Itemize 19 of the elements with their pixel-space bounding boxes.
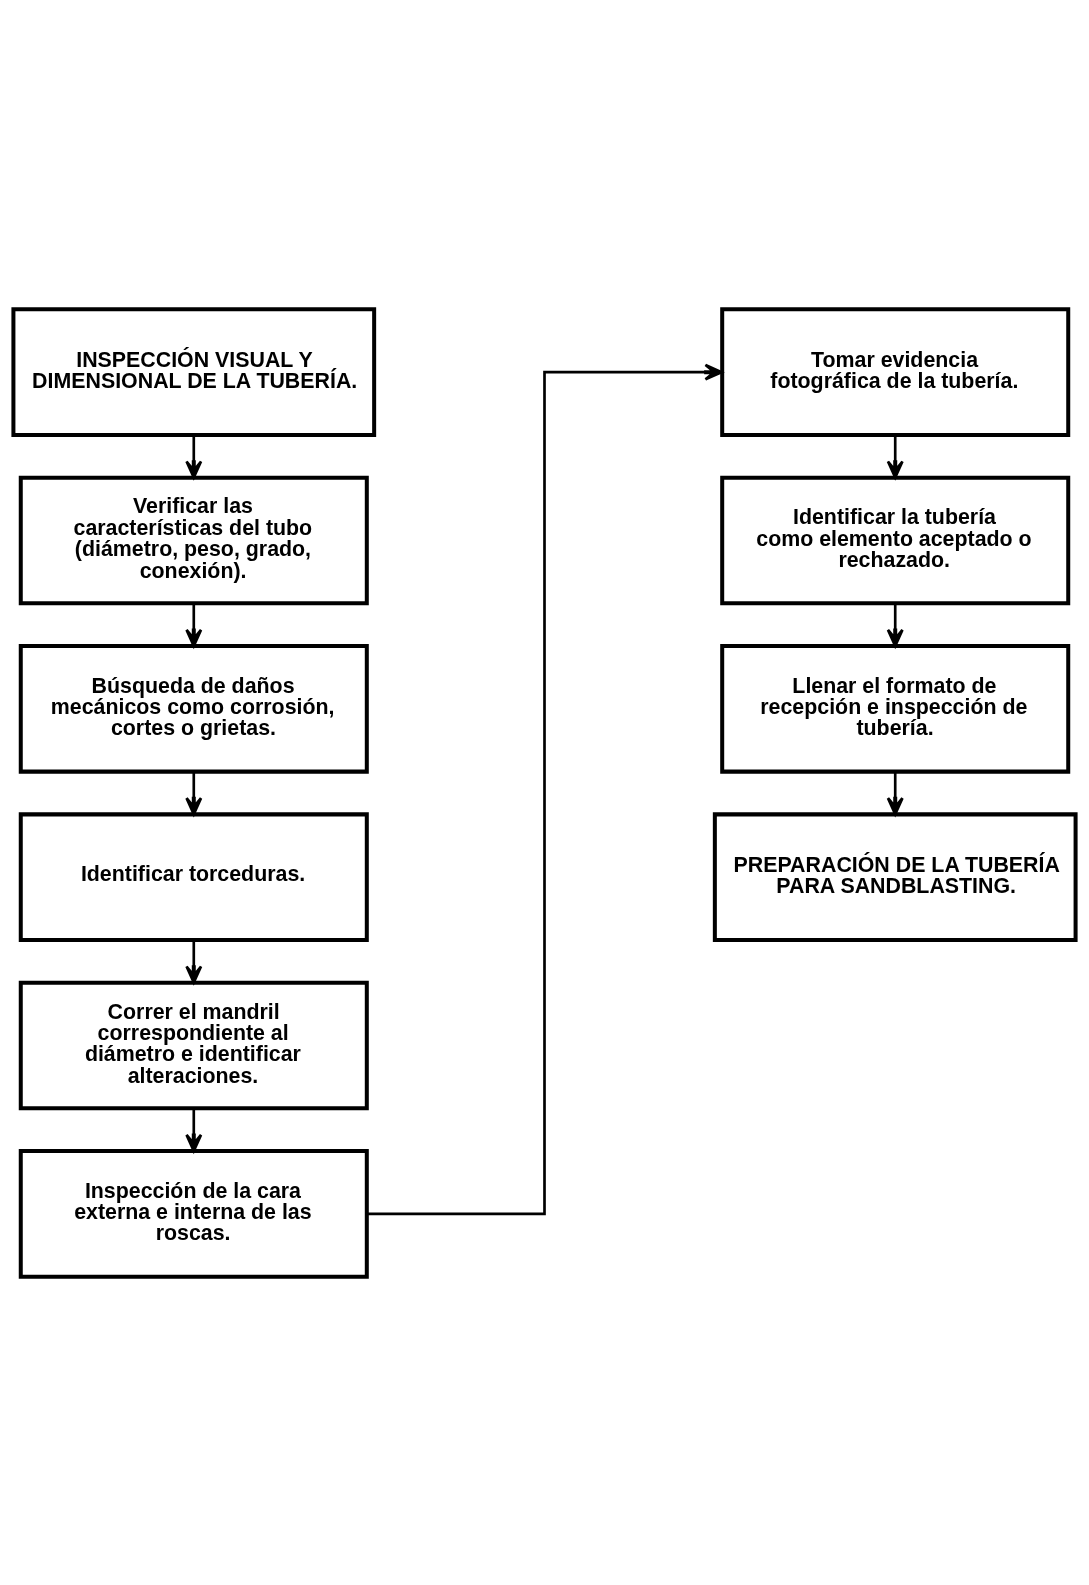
node-box: Búsqueda de daños mecánicos como corrosión, cortes o grietas.	[18, 643, 369, 774]
arrow	[886, 603, 904, 647]
arrow	[185, 939, 203, 984]
node-box: Verificar las características del tubo (diámetro, peso, grado, conexión).	[18, 475, 369, 605]
node-box: PREPARACIÓN DE LA TUBERÍA PARA SANDBLASTING.	[712, 811, 1078, 942]
arrow	[185, 1108, 203, 1152]
node-box: Llenar el formato de recepción e inspección de tubería.	[720, 643, 1071, 774]
arrow	[185, 603, 203, 647]
node-box: Identificar la tubería como elemento aceptado o rechazado.	[720, 475, 1071, 605]
node-box: Tomar evidencia fotográfica de la tubería.	[720, 306, 1071, 437]
node-box: Inspección de la cara externa e interna de las roscas.	[18, 1148, 369, 1279]
arrow	[886, 434, 904, 479]
node-box: INSPECCIÓN VISUAL Y DIMENSIONAL DE LA TUBERÍA.	[11, 306, 377, 437]
arrow	[886, 771, 904, 816]
node-box: Identificar torceduras.	[18, 811, 369, 942]
arrow	[185, 434, 203, 479]
node-box: Correr el mandril correspondiente al diámetro e identificar alteraciones.	[18, 980, 369, 1110]
arrow	[185, 771, 203, 816]
arrow	[367, 363, 723, 1215]
